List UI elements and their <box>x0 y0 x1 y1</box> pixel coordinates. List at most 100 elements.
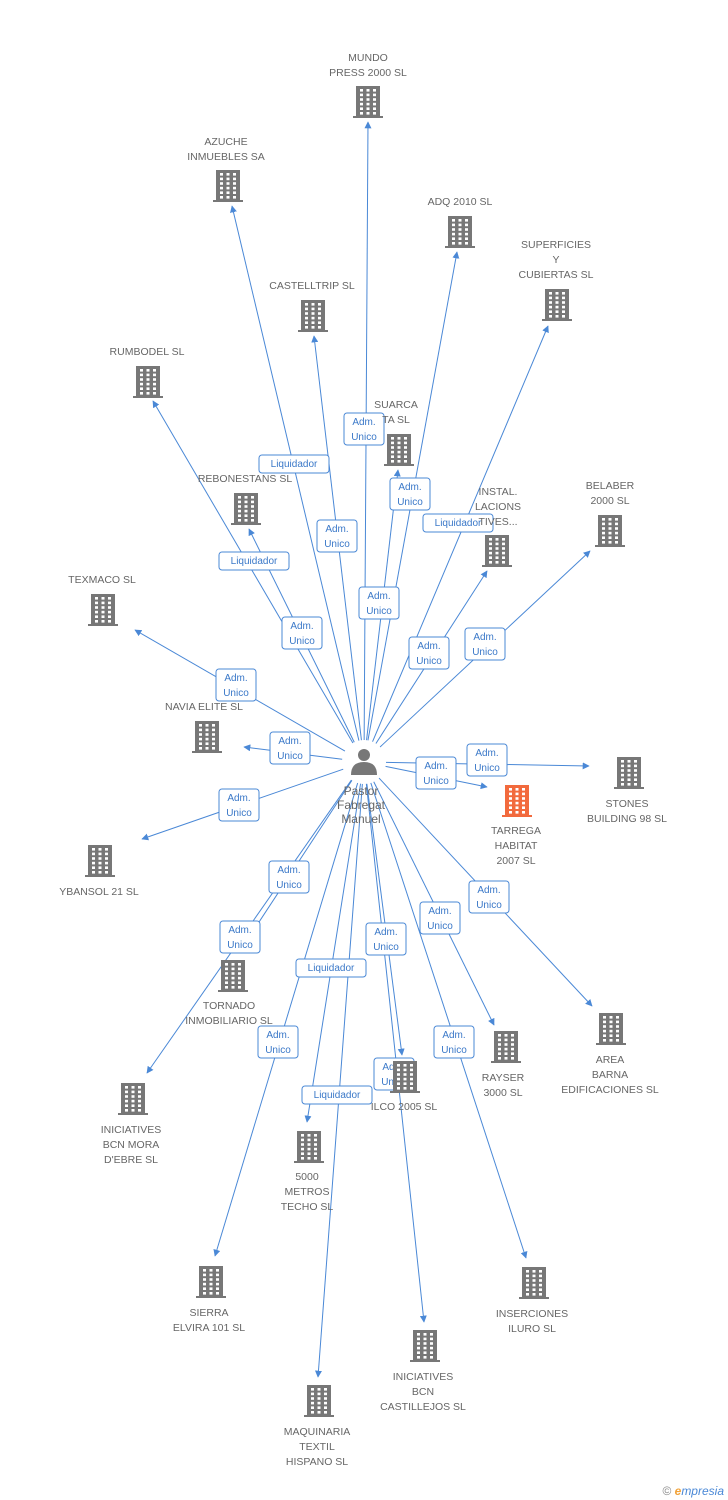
edge-role-text: Unico <box>351 432 377 443</box>
edge-role-label-ilco[interactable]: Adm.Unico <box>365 922 407 956</box>
edge-line-metros <box>304 783 362 1123</box>
company-name-line: METROS <box>285 1186 330 1198</box>
edge-role-label-stones[interactable]: Adm.Unico <box>466 743 508 777</box>
edge-role-label-area[interactable]: Adm.Unico <box>468 880 510 914</box>
building-icon[interactable] <box>133 366 163 398</box>
building-icon[interactable] <box>502 785 532 817</box>
company-node-rumbodel[interactable]: RUMBODEL SL <box>110 346 185 398</box>
building-icon[interactable] <box>410 1330 440 1362</box>
building-icon[interactable] <box>390 1061 420 1093</box>
edge-role-label-sierra[interactable]: Adm.Unico <box>257 1025 299 1059</box>
company-node-instal[interactable]: INSTAL.LACIONSTIVES... <box>475 486 521 567</box>
edge-role-label-castelltrip[interactable]: Adm.Unico <box>316 519 358 553</box>
edge-line-inserciones <box>370 782 528 1259</box>
company-node-castelltrip[interactable]: CASTELLTRIP SL <box>269 280 355 332</box>
edge-role-text: Liquidador <box>314 1090 361 1101</box>
building-icon[interactable] <box>384 434 414 466</box>
company-node-ybansol[interactable]: YBANSOL 21 SL <box>59 845 139 898</box>
company-node-ilco[interactable]: ILCO 2005 SL <box>371 1061 438 1113</box>
building-icon[interactable] <box>213 170 243 202</box>
building-icon[interactable] <box>218 960 248 992</box>
edge-role-label-suarca[interactable]: Adm.Unico <box>358 586 400 620</box>
company-name-line: TEXTIL <box>299 1441 335 1453</box>
building-icon[interactable] <box>482 535 512 567</box>
building-icon[interactable] <box>231 493 261 525</box>
company-name-line: AREA <box>596 1054 625 1066</box>
edge-role-label-inserciones[interactable]: Adm.Unico <box>433 1025 475 1059</box>
building-icon[interactable] <box>88 594 118 626</box>
company-name-line: SUPERFICIES <box>521 239 591 251</box>
edge-role-label-tornado[interactable]: Adm.Unico <box>268 860 310 894</box>
edge-line-sierra <box>213 782 359 1257</box>
building-icon[interactable] <box>596 1013 626 1045</box>
company-name-line: BARNA <box>592 1069 628 1081</box>
edge-role-label-belaber[interactable]: Adm.Unico <box>464 627 506 661</box>
edge-role-label-metros[interactable]: Liquidador <box>295 958 367 978</box>
edge-line-iniciatives_castillejos <box>365 783 427 1323</box>
building-icon[interactable] <box>519 1267 549 1299</box>
company-node-rebonestans[interactable]: REBONESTANS SL <box>198 473 292 525</box>
company-node-navia[interactable]: NAVIA ELITE SL <box>165 701 243 753</box>
edge-role-label-rebonestans[interactable]: Liquidador <box>218 551 290 571</box>
building-icon[interactable] <box>353 86 383 118</box>
building-icon[interactable] <box>192 721 222 753</box>
edge-role-label-navia[interactable]: Adm.Unico <box>269 731 311 765</box>
brand-logo[interactable]: empresia <box>675 1484 724 1498</box>
edge-role-label-texmaco[interactable]: Adm.Unico <box>215 668 257 702</box>
edge-role-label-maquinaria[interactable]: Liquidador <box>301 1085 373 1105</box>
edge-role-label-superficies[interactable]: Liquidador <box>422 513 494 533</box>
brand-logo-e: e <box>674 1484 682 1498</box>
company-name-line: ILURO SL <box>508 1323 556 1335</box>
company-node-texmaco[interactable]: TEXMACO SL <box>68 574 136 626</box>
company-node-adq[interactable]: ADQ 2010 SL <box>428 196 493 248</box>
edge-role-label-instal[interactable]: Adm.Unico <box>408 636 450 670</box>
edge-line-superficies <box>372 325 549 742</box>
edge-role-label-mundo[interactable]: Adm.Unico <box>343 412 385 446</box>
building-icon[interactable] <box>85 845 115 877</box>
building-icon[interactable] <box>196 1266 226 1298</box>
edge-role-label-rayser[interactable]: Adm.Unico <box>419 901 461 935</box>
building-icon[interactable] <box>298 300 328 332</box>
building-icon[interactable] <box>445 216 475 248</box>
company-name-line: NAVIA ELITE SL <box>165 701 243 713</box>
company-name-line: D'EBRE SL <box>104 1154 158 1166</box>
edge-role-text: Unico <box>227 940 253 951</box>
edge-role-label-azuche[interactable]: Liquidador <box>258 454 330 474</box>
edge-role-label-rumbodel[interactable]: Adm.Unico <box>281 616 323 650</box>
edge-role-text: Adm. <box>367 591 390 602</box>
edge-role-box <box>295 958 367 978</box>
building-icon[interactable] <box>118 1083 148 1115</box>
edge-role-label-ybansol[interactable]: Adm.Unico <box>218 788 260 822</box>
building-icon[interactable] <box>491 1031 521 1063</box>
building-icon[interactable] <box>542 289 572 321</box>
edge-role-label-iniciatives_mora[interactable]: Adm. Unico <box>219 920 261 954</box>
building-icon[interactable] <box>294 1131 324 1163</box>
edge-role-label-tarrega[interactable]: Adm.Unico <box>415 756 457 790</box>
edge-role-box <box>218 551 290 571</box>
company-name-line: INMOBILIARIO SL <box>185 1015 273 1027</box>
building-icon[interactable] <box>595 515 625 547</box>
edge-role-box <box>468 880 510 914</box>
edge-role-label-adq[interactable]: Adm.Unico <box>389 477 431 511</box>
building-icon[interactable] <box>614 757 644 789</box>
edge-role-text: Adm. <box>228 925 251 936</box>
building-icon[interactable] <box>304 1385 334 1417</box>
edge-role-box <box>408 636 450 670</box>
